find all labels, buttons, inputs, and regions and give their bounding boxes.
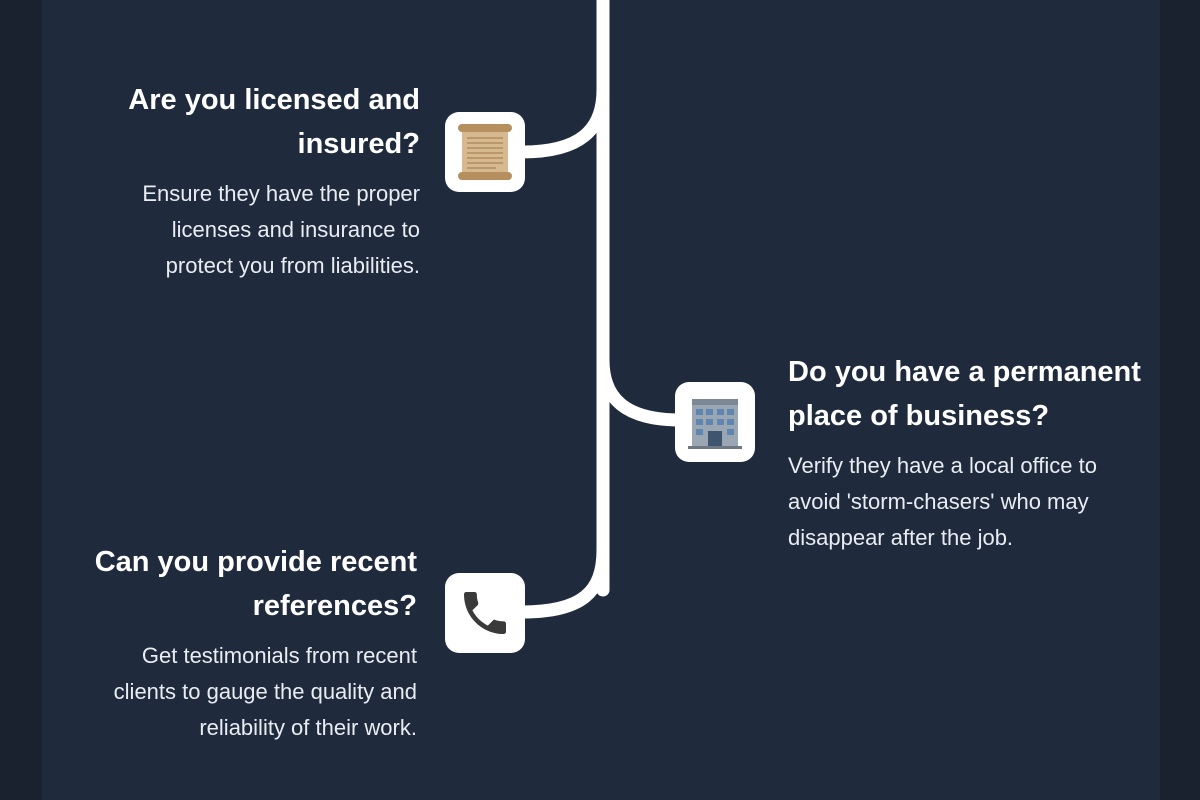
telephone-icon <box>457 585 513 641</box>
right-margin <box>1160 0 1200 800</box>
scroll-icon <box>456 122 514 182</box>
item-licensed-insured: Are you licensed and insured? Ensure the… <box>60 78 420 284</box>
item-1-desc-line-2: licenses and insurance to <box>171 217 420 242</box>
item-1-desc-line-1: Ensure they have the proper <box>142 181 420 206</box>
item-3-title-line-1: Can you provide recent <box>94 546 417 578</box>
item-3-title: Can you provide recent references? <box>40 540 417 628</box>
item-3-description: Get testimonials from recent clients to … <box>40 638 417 746</box>
left-margin <box>0 0 42 800</box>
item-2-title-line-1: Do you have a permanent <box>788 356 1141 388</box>
item-3-icon-card <box>445 573 525 653</box>
item-1-description: Ensure they have the proper licenses and… <box>60 176 420 284</box>
item-3-title-line-2: references? <box>252 590 417 622</box>
item-1-icon-card <box>445 112 525 192</box>
item-2-title: Do you have a permanent place of busines… <box>788 350 1158 438</box>
item-3-desc-line-1: Get testimonials from recent <box>141 643 417 668</box>
item-1-title-line-2: insured? <box>297 128 420 160</box>
item-3-desc-line-3: reliability of their work. <box>199 715 417 740</box>
item-recent-references: Can you provide recent references? Get t… <box>40 540 417 746</box>
item-2-title-line-2: place of business? <box>788 400 1050 432</box>
office-building-icon <box>686 393 744 451</box>
item-1-title-line-1: Are you licensed and <box>128 84 420 116</box>
item-permanent-business: Do you have a permanent place of busines… <box>788 350 1158 556</box>
item-3-desc-line-2: clients to gauge the quality and <box>113 679 417 704</box>
item-2-desc-line-3: disappear after the job. <box>788 525 1014 550</box>
item-2-desc-line-1: Verify they have a local office to <box>788 453 1097 478</box>
item-2-desc-line-2: avoid 'storm-chasers' who may <box>788 489 1089 514</box>
item-1-desc-line-3: protect you from liabilities. <box>165 253 420 278</box>
item-2-icon-card <box>675 382 755 462</box>
item-1-title: Are you licensed and insured? <box>60 78 420 166</box>
item-2-description: Verify they have a local office to avoid… <box>788 448 1158 556</box>
